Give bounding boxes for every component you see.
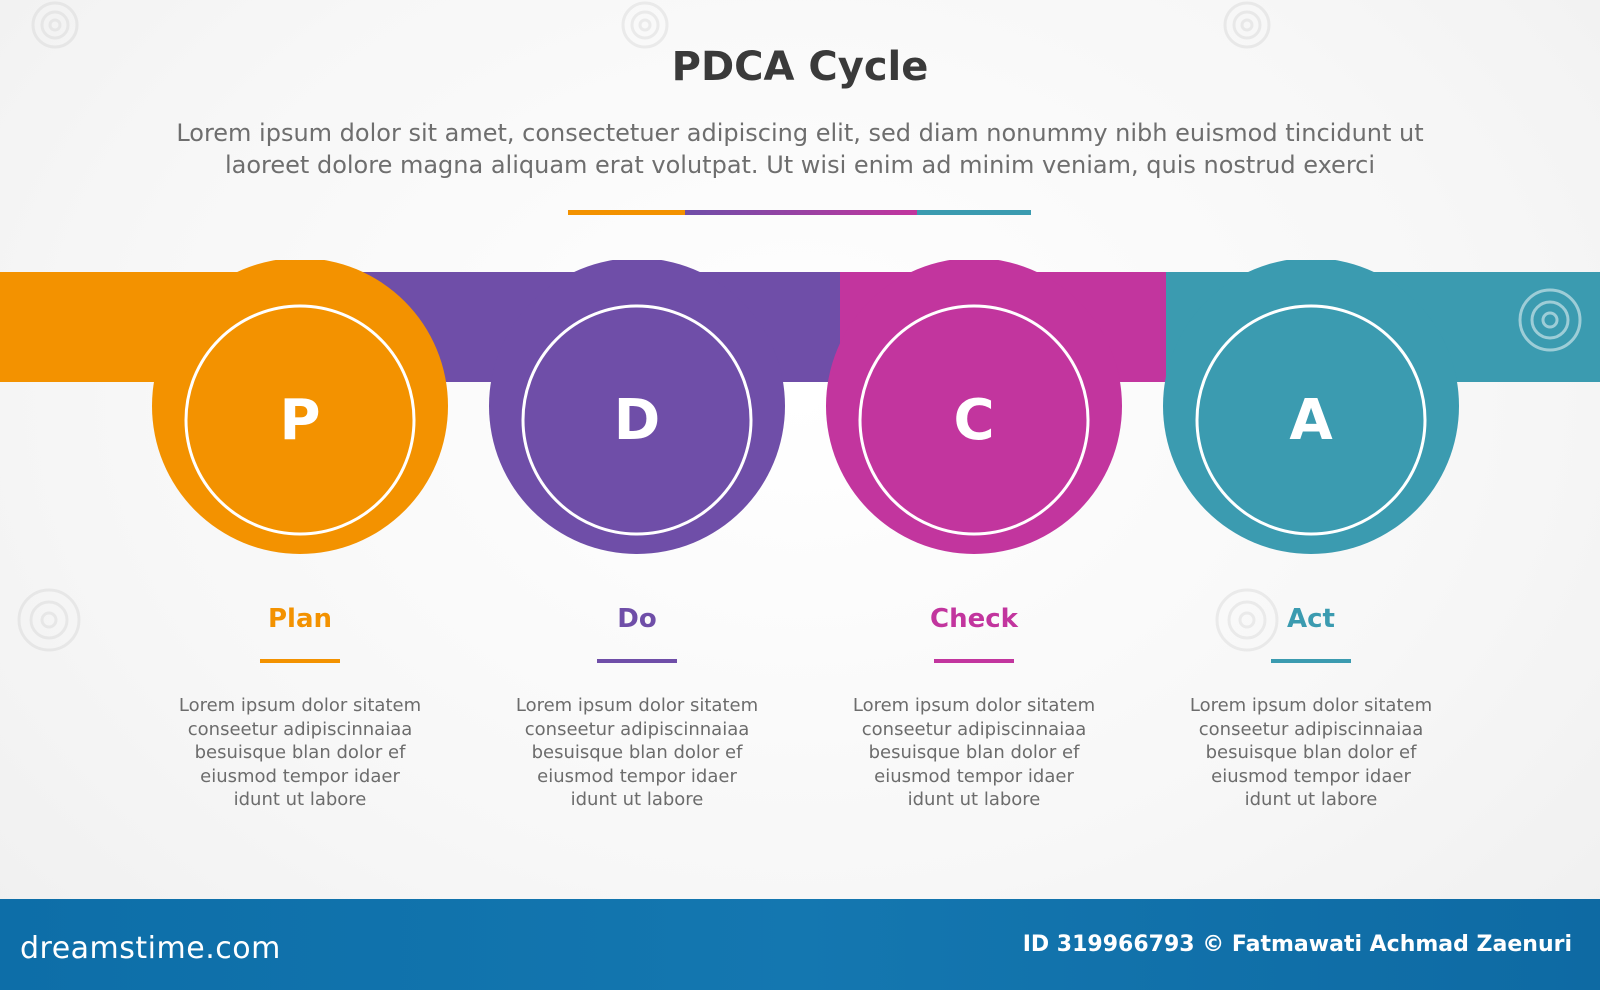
- stage-letter-do: D: [614, 388, 660, 453]
- footer-credit: ID 319966793 © Fatmawati Achmad Zaenuri: [1022, 932, 1572, 957]
- stage-letter-act: A: [1289, 388, 1333, 453]
- desc-line: idunt ut labore: [233, 789, 367, 810]
- watermark-spiral-icon: [1223, 1, 1271, 49]
- stage-letter-check: C: [953, 388, 994, 453]
- subtitle-line-1: Lorem ipsum dolor sit amet, consectetuer…: [176, 119, 1424, 147]
- title-underline-teal: [917, 210, 1031, 215]
- title-underline-orange: [568, 210, 685, 215]
- stage-label-act: Act: [1287, 604, 1335, 634]
- desc-line: idunt ut labore: [907, 789, 1041, 810]
- watermark-spiral-icon: [17, 588, 81, 652]
- desc-line: Lorem ipsum dolor sitatem: [852, 695, 1096, 716]
- desc-line: conseetur adipiscinnaiaa: [187, 718, 413, 740]
- watermark-spiral-icon: [1215, 588, 1279, 652]
- stage-desc-check: Lorem ipsum dolor sitatem conseetur adip…: [824, 694, 1124, 812]
- desc-line: eiusmod tempor idaer: [200, 765, 400, 787]
- footer-logo[interactable]: dreamstime.com: [20, 931, 281, 966]
- desc-line: idunt ut labore: [570, 789, 704, 810]
- stage-letter-plan: P: [279, 388, 320, 453]
- stage-circle-plan: [152, 260, 448, 554]
- desc-line: Lorem ipsum dolor sitatem: [1189, 695, 1433, 716]
- desc-line: besuisque blan dolor ef: [194, 742, 406, 763]
- stage-desc-act: Lorem ipsum dolor sitatem conseetur adip…: [1161, 694, 1461, 812]
- desc-line: eiusmod tempor idaer: [874, 765, 1074, 787]
- pdca-stage-graphic: P D C A: [0, 260, 1600, 554]
- desc-line: conseetur adipiscinnaiaa: [524, 718, 750, 740]
- stage-circle-act: [1163, 260, 1459, 554]
- desc-line: besuisque blan dolor ef: [868, 742, 1080, 763]
- stage-rule-plan: [260, 659, 340, 663]
- stage-rule-act: [1271, 659, 1351, 663]
- title-underline-purple: [685, 210, 917, 215]
- desc-line: besuisque blan dolor ef: [1205, 742, 1417, 763]
- stage-desc-do: Lorem ipsum dolor sitatem conseetur adip…: [487, 694, 787, 812]
- watermark-spiral-icon: [31, 1, 79, 49]
- desc-line: Lorem ipsum dolor sitatem: [178, 695, 422, 716]
- stage-rule-check: [934, 659, 1014, 663]
- page-title: PDCA Cycle: [671, 44, 929, 90]
- desc-line: besuisque blan dolor ef: [531, 742, 743, 763]
- subtitle-line-2: laoreet dolore magna aliquam erat volutp…: [224, 151, 1376, 179]
- desc-line: idunt ut labore: [1244, 789, 1378, 810]
- desc-line: conseetur adipiscinnaiaa: [861, 718, 1087, 740]
- stage-circle-do: [489, 260, 785, 554]
- stage-circle-check: [826, 260, 1122, 554]
- stage-label-check: Check: [930, 604, 1018, 634]
- stage-rule-do: [597, 659, 677, 663]
- watermark-spiral-icon: [621, 1, 669, 49]
- watermark-spiral-icon: [1518, 288, 1582, 352]
- stage-label-plan: Plan: [267, 604, 333, 634]
- desc-line: conseetur adipiscinnaiaa: [1198, 718, 1424, 740]
- footer-bar: dreamstime.com ID 319966793 © Fatmawati …: [0, 899, 1600, 990]
- stage-label-do: Do: [617, 604, 657, 634]
- desc-line: Lorem ipsum dolor sitatem: [515, 695, 759, 716]
- desc-line: eiusmod tempor idaer: [537, 765, 737, 787]
- desc-line: eiusmod tempor idaer: [1211, 765, 1411, 787]
- page-subtitle: Lorem ipsum dolor sit amet, consectetuer…: [100, 117, 1500, 181]
- stage-desc-plan: Lorem ipsum dolor sitatem conseetur adip…: [150, 694, 450, 812]
